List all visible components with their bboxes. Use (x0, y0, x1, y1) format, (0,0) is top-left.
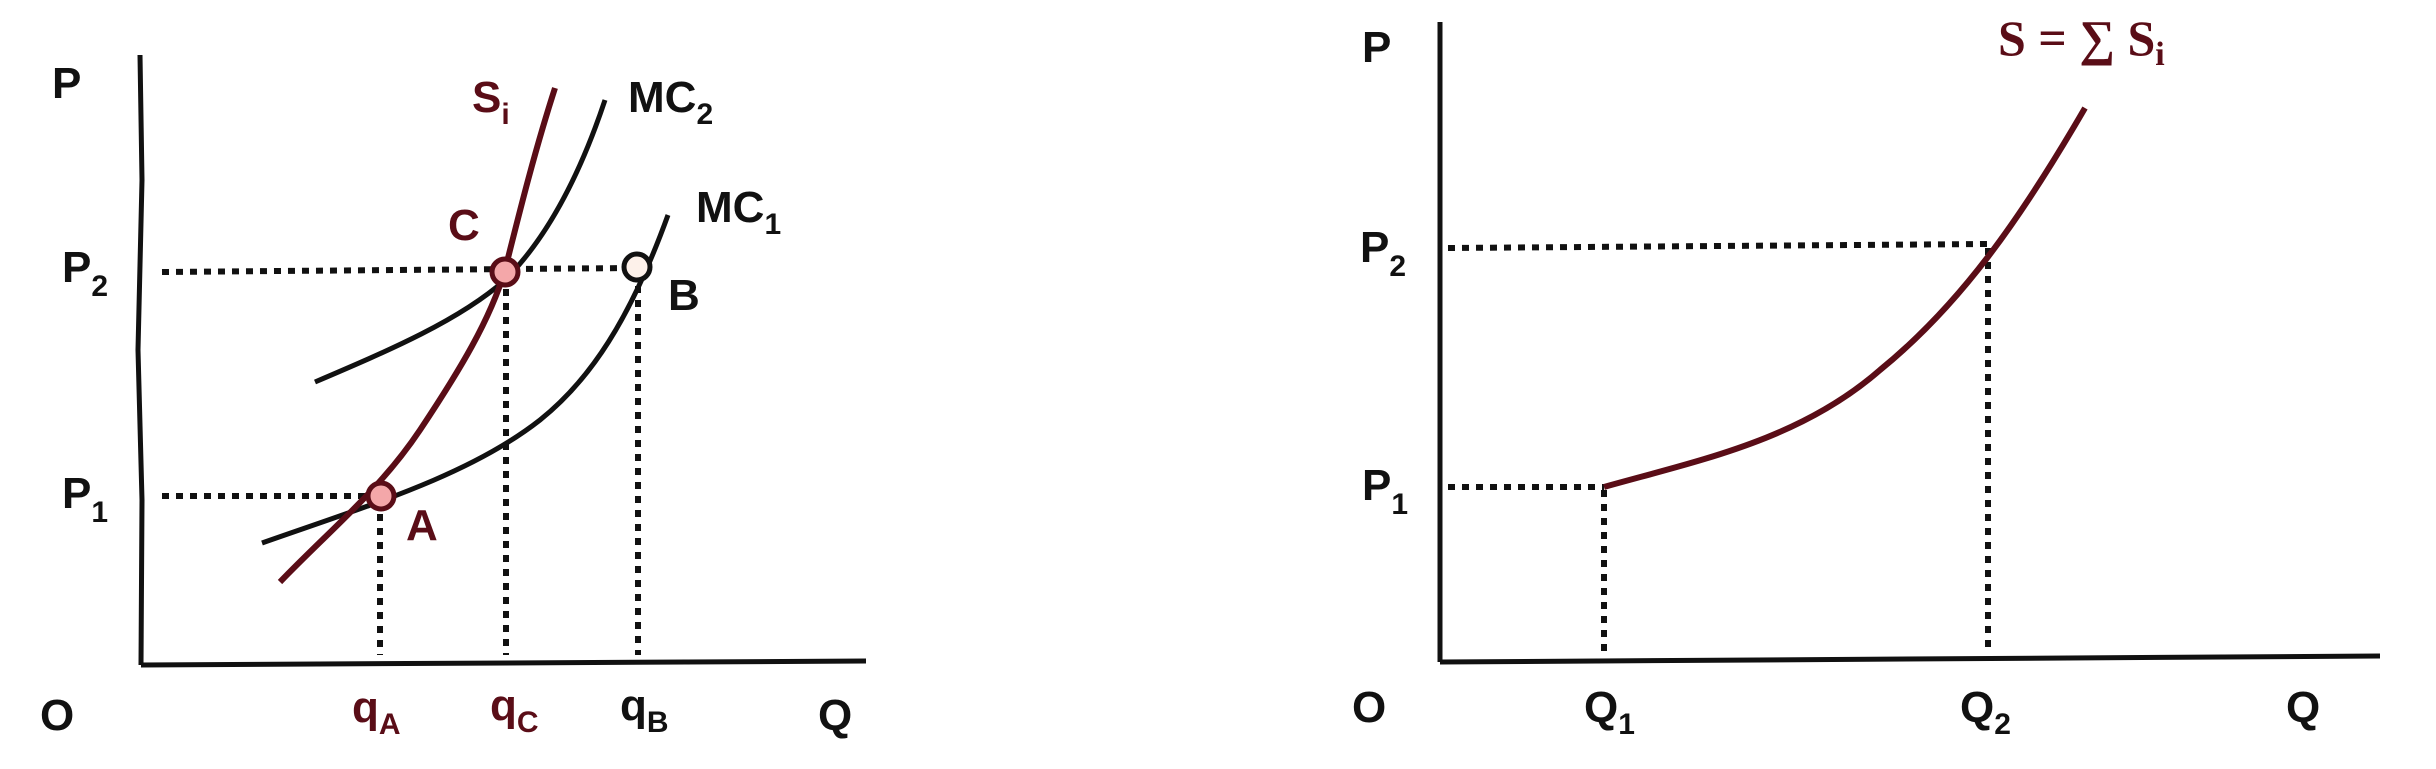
left-x-axis (140, 658, 867, 668)
left-panel: P Q O P2 P1 qA qC qB Si MC2 MC1 A C B (40, 54, 867, 741)
point-b-label: B (668, 271, 700, 320)
left-x-axis-label: Q (818, 691, 852, 740)
point-a-label: A (406, 501, 438, 550)
mc1-curve-label: MC1 (696, 183, 781, 241)
right-origin-label: O (1352, 683, 1386, 732)
left-y-axis-label: P (52, 59, 81, 108)
left-y-axis (135, 54, 145, 666)
right-y-axis-label: P (1362, 23, 1391, 72)
left-origin-label: O (40, 691, 74, 740)
point-b-marker (621, 251, 653, 283)
qb-label: qB (620, 681, 669, 739)
q1-label: Q1 (1584, 683, 1635, 741)
point-c-marker (489, 256, 521, 288)
right-p2-label: P2 (1360, 223, 1406, 283)
right-x-axis (1439, 653, 2381, 665)
right-panel: P Q O P2 P1 Q1 Q2 S = ∑ Si (1352, 10, 2381, 741)
qc-label: qC (490, 681, 539, 739)
si-curve-label: Si (472, 73, 510, 131)
left-p2-label: P2 (62, 243, 108, 303)
left-p2-guide (161, 265, 634, 275)
right-p2-guide (1447, 241, 1989, 251)
q2-label: Q2 (1960, 683, 2011, 741)
si-supply-curve (277, 87, 558, 585)
right-x-axis-label: Q (2286, 683, 2320, 732)
left-p1-label: P1 (62, 469, 108, 529)
point-a-marker (365, 480, 397, 512)
right-p1-label: P1 (1362, 461, 1408, 521)
mc2-curve-label: MC2 (628, 73, 713, 131)
qa-label: qA (352, 683, 401, 741)
point-c-label: C (448, 201, 480, 250)
market-supply-curve (1603, 106, 2088, 490)
market-supply-label: S = ∑ Si (1998, 10, 2165, 73)
